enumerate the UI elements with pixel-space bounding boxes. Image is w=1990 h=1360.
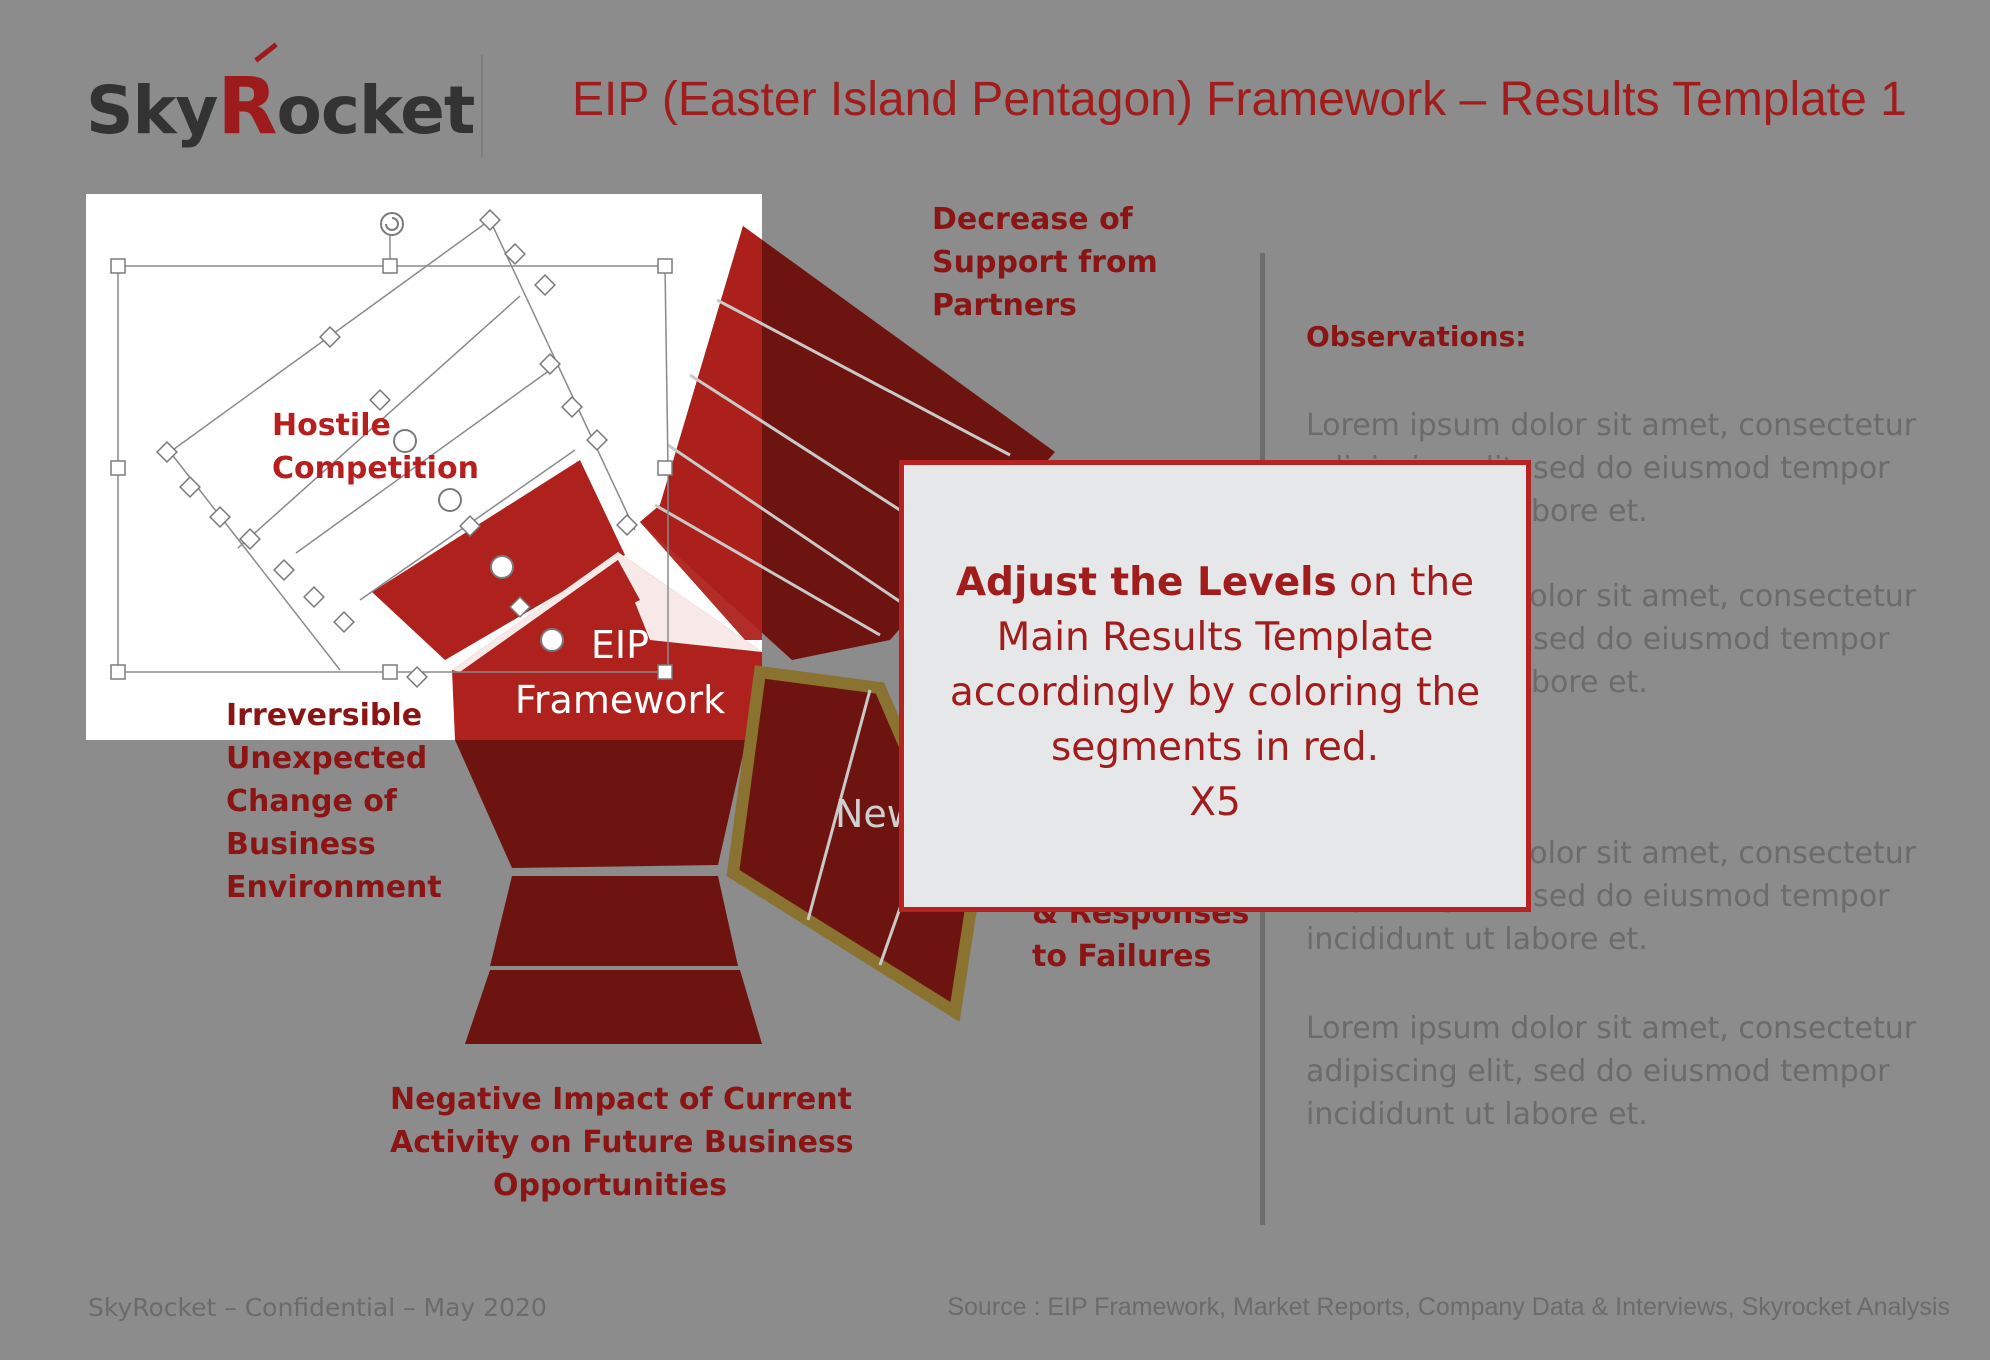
label-line: Change of [226,784,397,819]
center-label-framework: Framework [514,678,726,722]
selection-handles[interactable] [110,209,673,688]
popup-message: Adjust the Levels on the Main Results Te… [904,555,1526,775]
label-hostile-competition: Hostile Competition [272,404,479,490]
paragraph-line: adipiscing elit, sed do eiusmod tempor [1306,1054,1890,1089]
paragraph-line: incididunt ut labore et. [1306,922,1648,957]
pillar-bottom[interactable] [465,876,762,1044]
center-label-eip: EIP [590,623,650,667]
label-line: Negative Impact of Current [390,1082,852,1117]
pillar-right[interactable] [726,665,979,1022]
page-title: EIP (Easter Island Pentagon) Framework –… [572,73,1907,126]
label-line: Irreversible [226,698,423,733]
footer-confidential: SkyRocket – Confidential – May 2020 [88,1293,547,1322]
label-line: Unexpected [226,741,428,776]
paragraph-line: Lorem ipsum dolor sit amet, consectetur [1306,408,1917,443]
paragraph-line: incididunt ut labore et. [1306,1097,1648,1132]
logo-rest: ocket [276,72,476,149]
paragraph-line: Lorem ipsum dolor sit amet, consectetur [1306,1011,1917,1046]
label-line: Opportunities [492,1168,728,1203]
label-line: Activity on Future Business [390,1125,854,1160]
footer-source: Source : EIP Framework, Market Reports, … [947,1293,1950,1321]
label-line: Competition [272,451,479,486]
label-line: Business [226,827,376,862]
observation-paragraph: Lorem ipsum dolor sit amet, consectetur … [1306,1007,1926,1136]
center-pentagon[interactable] [452,552,762,868]
header-divider [481,55,483,157]
skyrocket-logo: SkyRocket [86,62,476,152]
label-line: Support from [932,245,1158,280]
popup-count: X5 [1189,780,1241,825]
label-line: Environment [226,870,442,905]
label-decrease-support: Decrease of Support from Partners [932,198,1158,327]
logo-r: R [217,62,277,152]
label-line: Decrease of [932,202,1133,237]
rotate-icon[interactable] [380,212,564,652]
label-irreversible-change: Irreversible Unexpected Change of Busine… [226,694,442,909]
popup-message-bold: Adjust the Levels [955,560,1337,605]
label-line: Hostile [272,408,391,443]
logo-sky: Sky [86,72,218,149]
label-negative-impact: Negative Impact of Current Activity on F… [390,1078,854,1207]
observations-heading: Observations: [1306,320,1527,353]
label-line: to Failures [1032,939,1212,974]
label-line: Partners [932,288,1077,323]
instruction-popup[interactable]: Adjust the Levels on the Main Results Te… [899,460,1531,912]
popup-message-rest: on the Main Results Template accordingly… [949,560,1481,770]
